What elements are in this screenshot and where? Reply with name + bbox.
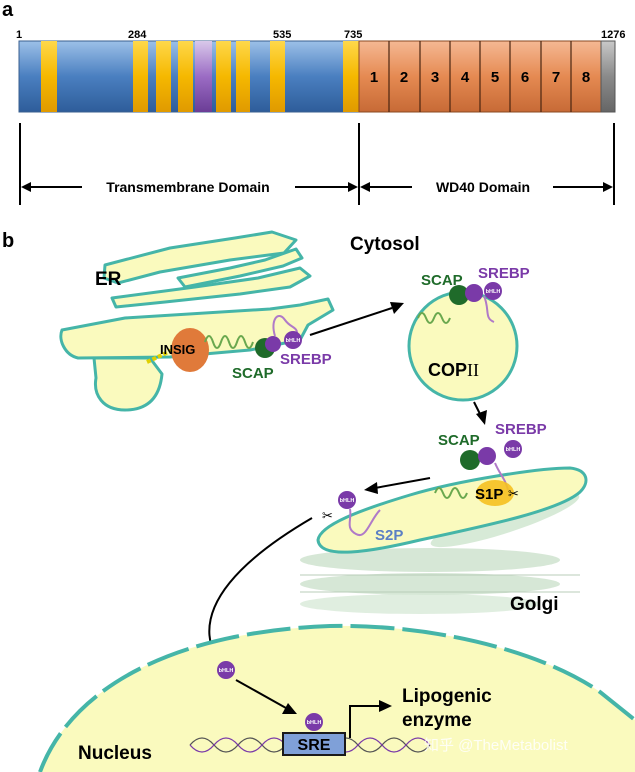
bhlh-badge-nucleus-2 <box>305 713 323 731</box>
nucleus-label: Nucleus <box>78 743 152 764</box>
wd-repeat-7: 7 <box>552 69 560 86</box>
arrow-er-to-copii <box>309 302 404 336</box>
s1p-protease <box>476 480 514 506</box>
position-735: 735 <box>344 29 362 41</box>
wd-repeat-2: 2 <box>400 69 408 86</box>
wd-repeat-1: 1 <box>370 69 378 86</box>
scap-domain-copii <box>449 285 469 305</box>
wd-repeat-4: 4 <box>461 69 470 86</box>
domain-brackets <box>19 123 615 205</box>
tm-helix-3 <box>156 41 171 112</box>
bhlh-badge-golgi <box>504 440 522 458</box>
domain-bar <box>18 40 616 113</box>
scissors-s2p-icon: ✂ <box>322 508 333 523</box>
copii-vesicle <box>407 290 519 402</box>
lipogenic-label: Lipogenic <box>402 686 492 707</box>
bhlh-label-copii: bHLH <box>486 289 501 295</box>
er-label: ER <box>95 269 122 290</box>
cytosol-label: Cytosol <box>350 234 420 255</box>
arrow-copii-to-golgi <box>473 401 487 425</box>
bhlh-label-nucleus-2: bHLH <box>307 720 322 726</box>
er-membrane <box>59 230 335 412</box>
scap-domain-golgi <box>460 450 480 470</box>
srebp-domain-golgi <box>478 447 496 465</box>
golgi-cisterna <box>316 466 588 554</box>
srebp-label-golgi: SREBP <box>495 421 547 438</box>
wd-repeat-6: 6 <box>521 69 529 86</box>
insig-label: INSIG <box>160 342 195 357</box>
position-1276: 1276 <box>601 29 625 41</box>
bhlh-label-nucleus-1: bHLH <box>219 668 234 674</box>
tm-helix-8 <box>343 41 359 112</box>
tm-helix-1 <box>41 41 57 112</box>
srebp-label-copii: SREBP <box>478 265 530 282</box>
transcription-arrow <box>349 700 392 738</box>
wd-repeat-3: 3 <box>431 69 439 86</box>
wd40-domain-label: WD40 Domain <box>436 179 530 195</box>
bhlh-badge-copii <box>484 282 502 300</box>
er-complex <box>146 315 302 372</box>
panel-b-label: b <box>2 230 14 252</box>
bhlh-label-golgi: bHLH <box>506 447 521 453</box>
arrow-s1p-to-s2p <box>364 477 431 494</box>
bhlh-badge-s2p <box>338 491 356 509</box>
nucleus-envelope <box>40 625 635 772</box>
watermark: 知乎 @TheMetabolist <box>424 737 568 754</box>
bhlh-badge-nucleus-1 <box>217 661 235 679</box>
golgi-label: Golgi <box>510 594 559 615</box>
sre-label: SRE <box>298 737 331 754</box>
bhlh-label-s2p: bHLH <box>340 498 355 504</box>
s1p-label: S1P <box>475 486 503 503</box>
insig-protein <box>171 328 209 372</box>
scap-label-copii: SCAP <box>421 272 463 289</box>
bhlh-label-er: bHLH <box>286 338 301 344</box>
scap-label-er: SCAP <box>232 365 274 382</box>
scap-label-golgi: SCAP <box>438 432 480 449</box>
tm-purple-segment <box>195 41 212 112</box>
bhlh-badge-er <box>284 331 302 349</box>
wd-repeat-5: 5 <box>491 69 499 86</box>
tm-helix-7 <box>270 41 285 112</box>
s2p-label: S2P <box>375 527 403 544</box>
scissors-s1p-icon: ✂ <box>508 486 519 501</box>
tm-helix-2 <box>133 41 148 112</box>
copii-label: COPII <box>428 360 479 380</box>
panel-a-label: a <box>2 0 14 21</box>
position-535: 535 <box>273 29 291 41</box>
tm-helix-6 <box>236 41 250 112</box>
position-284: 284 <box>128 29 147 41</box>
srebp-domain-copii <box>465 284 483 302</box>
tm-helix-4 <box>178 41 193 112</box>
c-terminus <box>600 40 616 113</box>
srebp-domain <box>265 336 281 352</box>
sre-box <box>282 732 346 756</box>
arrow-to-sre <box>235 679 297 714</box>
tm-helix-5 <box>216 41 231 112</box>
transmembrane-domain-label: Transmembrane Domain <box>106 179 269 195</box>
srebp-label-er: SREBP <box>280 351 332 368</box>
wd-repeat-8: 8 <box>582 69 590 86</box>
position-1: 1 <box>16 29 22 41</box>
enzyme-label: enzyme <box>402 710 472 731</box>
